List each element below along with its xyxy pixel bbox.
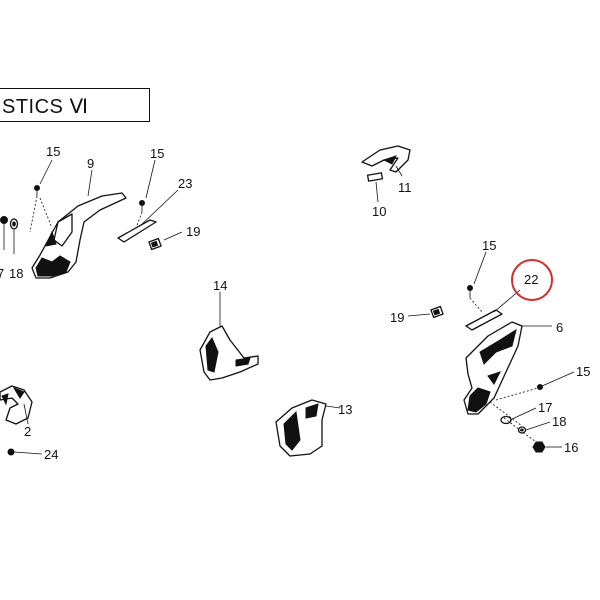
part-14-lower-cover[interactable] [199, 325, 259, 381]
callout-23: 23 [178, 176, 192, 191]
leader-13 [325, 405, 341, 409]
leader-15a [39, 159, 53, 185]
part-23-bracket[interactable] [117, 200, 157, 243]
part-19-clip-left[interactable] [148, 237, 162, 251]
leader-15d [541, 371, 575, 387]
callout-2: 2 [24, 424, 31, 439]
callout-15: 15 [150, 146, 164, 161]
leader-17 [509, 407, 537, 421]
leader-15c [473, 251, 487, 285]
part-22-bracket[interactable] [465, 285, 503, 331]
section-title: STICS Ⅵ [2, 96, 89, 118]
assembly-line [39, 197, 53, 229]
leader-9 [87, 169, 93, 197]
part-16-bolt[interactable] [532, 441, 546, 453]
part-13-front-cover[interactable] [275, 399, 327, 457]
part-11-cover[interactable] [361, 145, 411, 173]
part-19-clip-right[interactable] [430, 305, 444, 319]
assembly-line [29, 195, 38, 233]
assembly-line [489, 401, 523, 427]
callout-13: 13 [338, 402, 352, 417]
part-15-screw-left[interactable] [34, 185, 40, 197]
callout-16: 16 [564, 440, 578, 455]
leader-2 [23, 403, 29, 425]
part-10-pad[interactable] [366, 172, 384, 182]
callout-15: 15 [482, 238, 496, 253]
part-2-frame[interactable] [0, 385, 33, 425]
section-title-box: STICS Ⅵ [0, 88, 150, 122]
callout-15: 15 [46, 144, 60, 159]
assembly-line [495, 387, 539, 401]
part-15-screw-right[interactable] [537, 384, 543, 390]
callout-10: 10 [372, 204, 386, 219]
part-24-screw[interactable] [7, 448, 15, 456]
part-7-bolt[interactable] [0, 216, 8, 224]
callout-11: 11 [398, 180, 412, 195]
leader-23 [139, 189, 179, 227]
leader-19a [163, 231, 183, 241]
callout-18: 18 [552, 414, 566, 429]
leader-11 [395, 165, 403, 177]
leader-24 [13, 451, 43, 455]
callout-24: 24 [44, 447, 58, 462]
callout-7: 7 [0, 266, 4, 281]
callout-22: 22 [524, 272, 538, 287]
leader-15b [145, 159, 156, 199]
leader-19b [407, 313, 431, 317]
callout-14: 14 [213, 278, 227, 293]
callout-18: 18 [9, 266, 23, 281]
part-18-washer-right[interactable] [517, 426, 527, 434]
leader-10 [375, 181, 379, 203]
callout-19: 19 [186, 224, 200, 239]
part-9-side-panel[interactable] [31, 192, 127, 279]
callout-15: 15 [576, 364, 590, 379]
part-18-washer-left[interactable] [9, 218, 19, 230]
highlight-circle [511, 259, 553, 301]
leader-18b [525, 421, 551, 431]
part-6-side-panel[interactable] [463, 321, 523, 415]
callout-6: 6 [556, 320, 563, 335]
callout-17: 17 [538, 400, 552, 415]
assembly-line [503, 417, 537, 443]
callout-9: 9 [87, 156, 94, 171]
leader-22 [493, 289, 521, 313]
callout-19: 19 [390, 310, 404, 325]
part-17-washer[interactable] [500, 415, 512, 425]
